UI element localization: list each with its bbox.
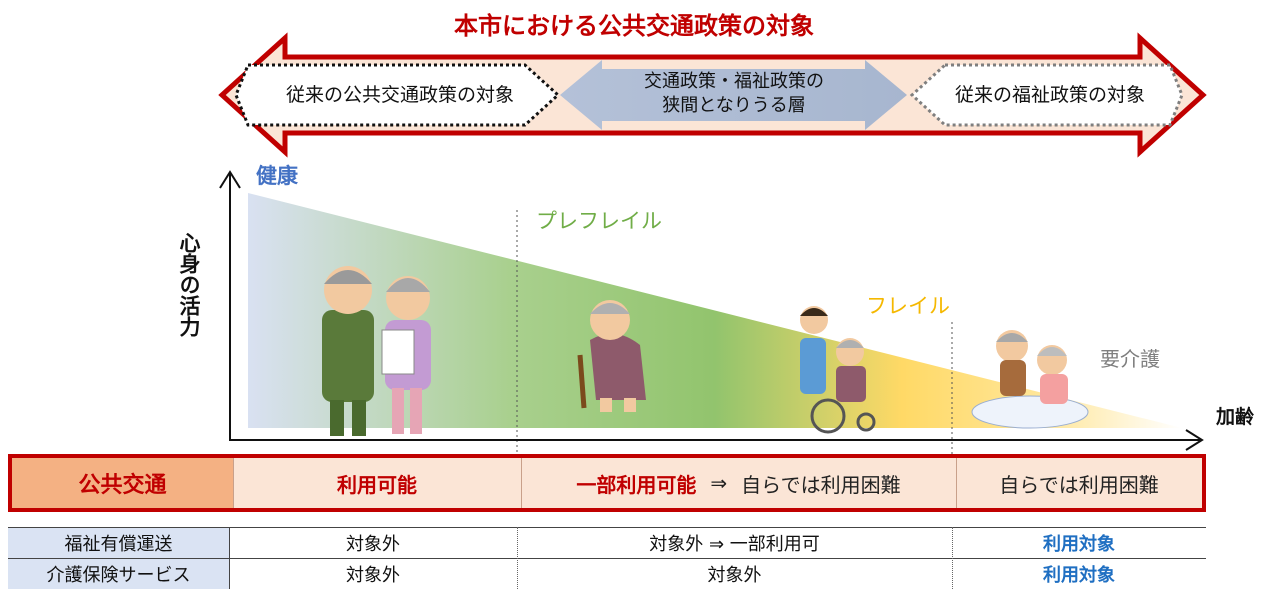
care-insurance-col1: 対象外 [346, 565, 400, 586]
right-dotted-box [909, 63, 1184, 127]
welfare-transport-col1: 対象外 [346, 534, 400, 555]
table-rule [8, 527, 1206, 528]
middle-double-arrow [560, 60, 907, 130]
care-insurance-col3: 利用対象 [1043, 565, 1115, 586]
healthy-couple-illustration [322, 266, 431, 436]
vitality-wedge [248, 193, 1182, 428]
stage-care: 要介護 [1100, 347, 1160, 371]
x-axis-arrowhead [1185, 429, 1204, 451]
table-column-divider [517, 527, 518, 589]
partial-available-text: 一部利用可能 [576, 472, 697, 497]
y-axis-arrowhead [219, 170, 241, 189]
welfare-services-table: 福祉有償運送 対象外 対象外 ⇒ 一部利用可 利用対象 介護保険サービス 対象外… [8, 527, 1206, 589]
stage-prefrail: プレフレイル [536, 209, 662, 233]
stage-healthy: 健康 [256, 164, 298, 188]
gap-group-line1: 交通政策・福祉政策の [644, 71, 824, 92]
vitality-chart [219, 170, 1204, 455]
table-row-label-welfare-transport: 福祉有償運送 [8, 528, 229, 558]
public-transport-available: 利用可能 [337, 472, 417, 497]
table-column-divider [229, 527, 230, 589]
table-rule [8, 558, 1206, 559]
care-bed-illustration [971, 330, 1089, 429]
y-axis-label: 心身の活力 [177, 232, 201, 337]
table-column-divider [952, 527, 953, 589]
prefrail-woman-illustration [577, 300, 646, 412]
stage-frail: フレイル [866, 294, 950, 318]
row-separator [521, 458, 522, 508]
traditional-transport-target: 従来の公共交通政策の対象 [285, 84, 514, 106]
row-separator [956, 458, 957, 508]
x-axis-label: 加齢 [1216, 406, 1255, 428]
welfare-transport-col3: 利用対象 [1043, 534, 1115, 555]
traditional-welfare-target: 従来の福祉政策の対象 [954, 84, 1145, 106]
gap-group-line2: 狭間となりうる層 [662, 95, 806, 116]
transition-arrow: ⇒ [710, 471, 728, 495]
public-transport-label: 公共交通 [12, 458, 233, 508]
public-transport-difficult: 自らでは利用困難 [999, 472, 1159, 497]
difficult-alone-text: 自らでは利用困難 [741, 472, 901, 497]
row-separator [233, 458, 234, 508]
left-dotted-box [234, 63, 561, 127]
gap-group-label: 交通政策・福祉政策の 狭間となりうる層 [604, 70, 864, 118]
public-transport-row: 公共交通 利用可能 一部利用可能 ⇒ 自らでは利用困難 自らでは利用困難 [8, 454, 1206, 512]
public-transport-partial: 一部利用可能 ⇒ 自らでは利用困難 [521, 458, 956, 508]
frail-wheelchair-illustration [800, 306, 876, 434]
welfare-transport-col2: 対象外 ⇒ 一部利用可 [649, 534, 820, 555]
page-title: 本市における公共交通政策の対象 [454, 12, 814, 40]
policy-scope-arrow [218, 32, 1207, 158]
table-row-label-care-insurance: 介護保険サービス [8, 559, 229, 589]
care-insurance-col2: 対象外 [707, 565, 762, 586]
